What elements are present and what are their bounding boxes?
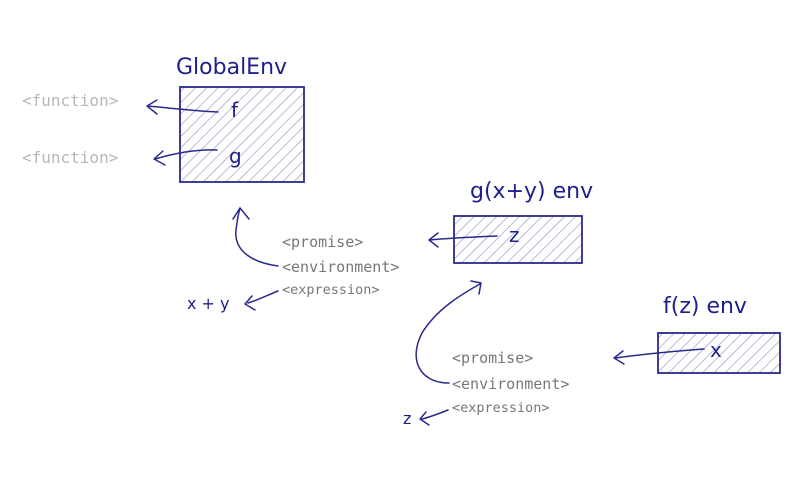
arrowhead-x	[613, 350, 625, 365]
function-label-g: <function>	[22, 148, 118, 167]
promise-1-expression-value: x + y	[187, 294, 230, 313]
arrowhead-z	[428, 232, 439, 248]
global-env-frame: GlobalEnv f g	[176, 55, 305, 183]
arrowhead-promise-2-env	[470, 280, 482, 295]
global-env-box	[179, 86, 305, 183]
arrowhead-promise-1-expression	[244, 295, 256, 311]
arrowhead-f	[146, 99, 158, 115]
promise-2-expression-label: <expression>	[452, 400, 550, 416]
g-env-box	[453, 215, 583, 264]
arrow-promise-1-env-to-global	[235, 207, 279, 267]
global-binding-f: f	[231, 98, 239, 122]
promise-1-label: <promise>	[282, 233, 363, 251]
arrow-promise-2-expression	[421, 409, 449, 420]
arrow-g-to-function	[154, 149, 218, 160]
g-env-title: g(x+y) env	[470, 179, 593, 204]
promise-2-expression-value: z	[403, 409, 411, 428]
promise-2-label: <promise>	[452, 349, 533, 367]
g-env-binding-z: z	[509, 223, 520, 247]
arrowhead-promise-2-expression	[419, 411, 430, 426]
arrow-f-to-function	[147, 105, 219, 113]
promise-2: <promise> <environment> <expression> z	[403, 349, 569, 428]
arrow-promise-1-expression	[247, 290, 279, 304]
f-env-title: f(z) env	[663, 294, 747, 319]
arrow-promise-2-env-to-g-env	[415, 283, 481, 384]
promise-1: <promise> <environment> <expression> x +…	[187, 233, 399, 313]
promise-1-expression-label: <expression>	[282, 282, 380, 298]
function-label-f: <function>	[22, 91, 118, 110]
global-env-title: GlobalEnv	[176, 55, 287, 80]
global-binding-g: g	[229, 144, 242, 168]
arrow-z-to-promise	[429, 235, 498, 241]
arrowhead-g	[153, 150, 166, 166]
promise-2-environment: <environment>	[452, 375, 569, 393]
f-env-frame: f(z) env x	[657, 294, 781, 374]
f-env-binding-x: x	[710, 338, 722, 362]
arrowhead-promise-1-env	[232, 207, 250, 220]
arrow-x-to-promise	[614, 348, 705, 359]
g-env-frame: g(x+y) env z	[453, 179, 593, 264]
promise-1-environment: <environment>	[282, 258, 399, 276]
